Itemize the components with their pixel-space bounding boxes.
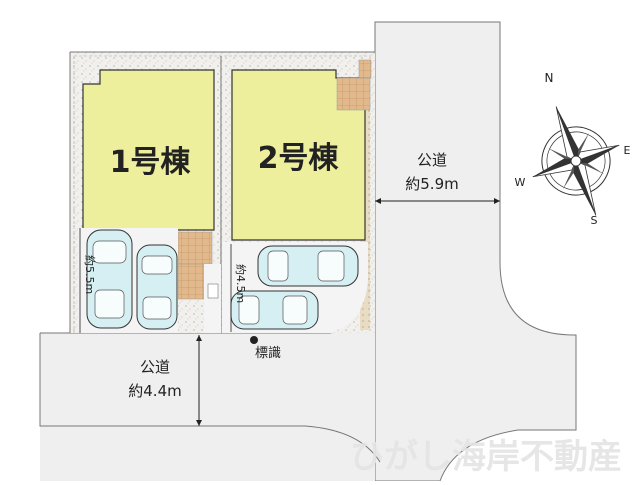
car-unit1-b	[136, 244, 178, 330]
marker-label: 標識	[255, 346, 281, 361]
road-east-width: 約5.9m	[405, 175, 458, 193]
road-east-dimension	[375, 198, 500, 204]
compass-north: N	[545, 71, 554, 85]
road-east	[374, 21, 577, 482]
building-unit2-label: 2号棟	[258, 141, 340, 176]
car-unit2-a	[257, 245, 359, 287]
compass-south: S	[591, 214, 598, 227]
road-east-label: 公道	[417, 151, 447, 169]
compass-rose-icon	[532, 106, 620, 216]
compass-east: E	[624, 144, 631, 157]
parking-unit2-depth: 約4.5m	[234, 264, 248, 303]
building-unit1-label: 1号棟	[110, 145, 192, 180]
car-unit1-a	[86, 229, 133, 329]
road-south-width: 約4.4m	[128, 382, 181, 400]
road-south-dimension	[196, 335, 202, 426]
parking-unit1-depth: 約5.5m	[83, 255, 97, 294]
marker-dot	[250, 336, 258, 344]
watermark: ひがし海岸不動産	[350, 437, 622, 477]
road-south-label: 公道	[140, 358, 170, 376]
compass-west: W	[515, 176, 526, 189]
